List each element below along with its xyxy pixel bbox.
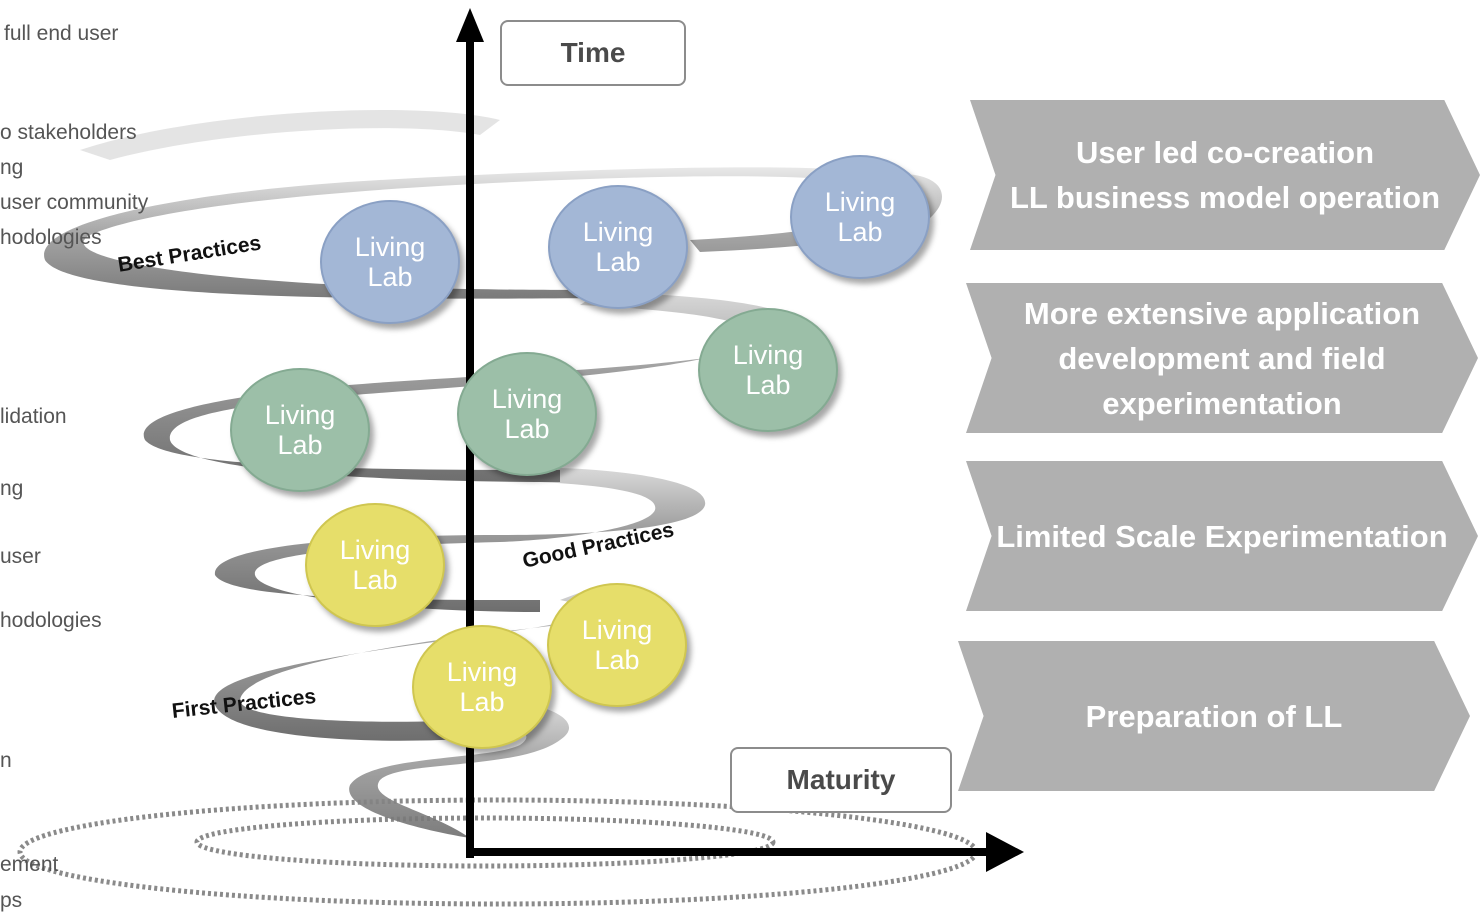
phase-line: Limited Scale Experimentation <box>996 518 1448 554</box>
inner-dotted-ellipse <box>194 815 776 869</box>
living-lab-circle: Living Lab <box>698 308 838 432</box>
living-lab-circle: Living Lab <box>548 185 688 309</box>
background-text: ement <box>0 853 59 876</box>
maturity-axis-arrowhead <box>986 832 1024 872</box>
living-lab-line1: Living <box>491 384 563 414</box>
background-text: ng <box>0 156 24 179</box>
living-lab-line2: Lab <box>745 370 791 400</box>
living-lab-line2: Lab <box>459 687 505 717</box>
time-axis-label: Time <box>500 20 686 86</box>
living-lab-circle: Living Lab <box>320 200 460 324</box>
living-lab-line1: Living <box>582 217 654 247</box>
spiral-band-good <box>214 468 706 612</box>
background-text: ng <box>0 477 24 500</box>
spiral-top-sweep <box>80 110 500 160</box>
background-text: n <box>0 749 12 772</box>
living-lab-circle: Living Lab <box>230 368 370 492</box>
phase-line: LL business model operation <box>1009 180 1441 215</box>
phase-chevron-preparation: Preparation of LL <box>958 641 1470 791</box>
living-lab-circle: Living Lab <box>457 352 597 476</box>
background-text: ps <box>0 889 23 912</box>
background-text: user <box>0 545 41 568</box>
living-lab-line1: Living <box>264 400 336 430</box>
background-text: hodologies <box>0 609 102 632</box>
background-text: full end user <box>4 22 119 45</box>
living-lab-line2: Lab <box>277 430 323 460</box>
living-lab-line2: Lab <box>367 262 413 292</box>
living-lab-line1: Living <box>824 187 896 217</box>
living-lab-circle: Living Lab <box>305 503 445 627</box>
living-lab-circle: Living Lab <box>412 625 552 749</box>
spiral-tail <box>349 700 570 838</box>
living-lab-line2: Lab <box>594 645 640 675</box>
living-lab-line1: Living <box>732 340 804 370</box>
phase-chevron-field-experimentation: More extensive application development a… <box>966 283 1478 433</box>
background-text: hodologies <box>0 226 102 249</box>
phase-line: Preparation of LL <box>1085 698 1343 734</box>
living-lab-line2: Lab <box>352 565 398 595</box>
living-lab-circle: Living Lab <box>790 155 930 279</box>
living-lab-circle: Living Lab <box>547 583 687 707</box>
spiral-band-middle <box>143 292 801 482</box>
phase-line: development and field <box>1058 340 1386 376</box>
phase-line: experimentation <box>1102 385 1342 421</box>
phase-line: User led co-creation <box>1075 135 1375 170</box>
maturity-axis-label: Maturity <box>730 747 952 813</box>
phase-line: More extensive application <box>1023 295 1421 331</box>
living-lab-line2: Lab <box>504 414 550 444</box>
living-lab-line2: Lab <box>837 217 883 247</box>
living-lab-line1: Living <box>339 535 411 565</box>
living-lab-line1: Living <box>581 615 653 645</box>
living-lab-line1: Living <box>446 657 518 687</box>
background-text: lidation <box>0 405 67 428</box>
living-lab-line2: Lab <box>595 247 641 277</box>
background-text: user community <box>0 191 149 214</box>
phase-chevron-co-creation: User led co-creation LL business model o… <box>970 100 1480 250</box>
background-text: o stakeholders <box>0 121 137 144</box>
living-lab-line1: Living <box>354 232 426 262</box>
phase-chevron-limited-scale: Limited Scale Experimentation <box>966 461 1478 611</box>
time-axis-arrowhead <box>456 8 484 42</box>
